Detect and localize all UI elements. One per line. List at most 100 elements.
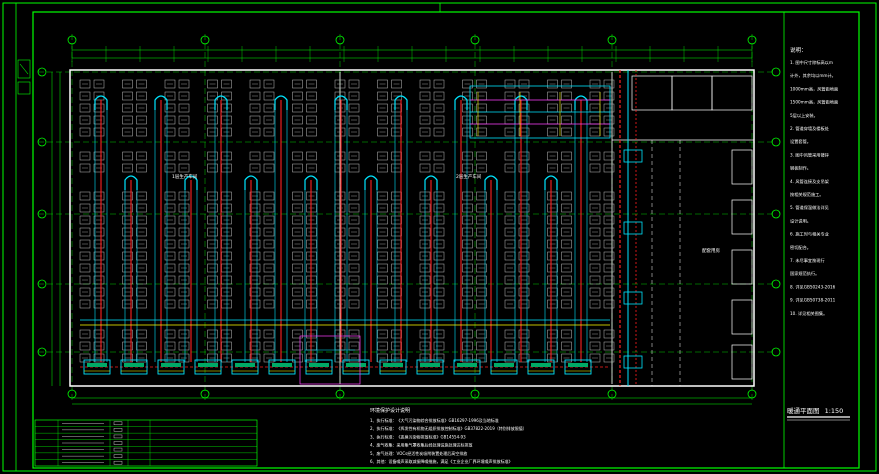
exhaust-hood xyxy=(214,95,228,110)
machine-unit xyxy=(547,215,558,225)
machine-unit xyxy=(93,353,105,363)
machine-unit xyxy=(462,263,473,273)
machine-unit xyxy=(249,115,261,125)
machine-unit xyxy=(547,239,558,249)
machine-unit xyxy=(462,115,473,125)
machine-unit xyxy=(561,341,572,351)
machine-unit xyxy=(249,79,261,89)
axis-bubble-left xyxy=(37,279,47,289)
machine-unit xyxy=(476,203,487,213)
machine-unit xyxy=(249,227,261,237)
treatment-unit xyxy=(157,359,185,375)
machine-unit xyxy=(122,227,133,237)
exhaust-hood xyxy=(544,175,558,190)
machine-unit xyxy=(122,203,133,213)
machine-unit xyxy=(164,115,176,125)
axis-bubble-right xyxy=(771,209,781,219)
machine-unit xyxy=(207,239,218,249)
zone-label-left: 1层生产车间 xyxy=(172,173,198,180)
machine-unit xyxy=(79,163,91,173)
machine-unit xyxy=(207,215,218,225)
machine-unit xyxy=(207,227,218,237)
machine-unit xyxy=(122,79,133,89)
machine-unit xyxy=(476,215,487,225)
axis-bubble-right xyxy=(771,279,781,289)
machine-unit xyxy=(164,263,176,273)
machine-unit xyxy=(476,127,487,137)
machine-unit xyxy=(547,299,558,309)
machine-unit xyxy=(476,299,487,309)
bottom-note-line: 2、执行标准：《挥发性有机物无组织排放控制标准》GB37822-2019（特别排… xyxy=(370,425,527,431)
machine-unit xyxy=(164,91,176,101)
machine-unit xyxy=(122,215,133,225)
machine-unit xyxy=(79,251,91,261)
machine-unit xyxy=(377,227,388,237)
machine-unit xyxy=(164,151,176,161)
notes-right-line: 1000mm高，风管距地面 xyxy=(790,85,838,92)
machine-unit xyxy=(462,329,473,339)
notes-right-line: 密切配合。 xyxy=(790,244,811,251)
machine-unit xyxy=(122,263,133,273)
left-strip-marks xyxy=(17,59,31,95)
machine-unit xyxy=(263,163,275,173)
machine-unit xyxy=(589,287,601,297)
machine-unit xyxy=(547,191,558,201)
treatment-unit xyxy=(416,359,444,375)
treatment-unit-core xyxy=(272,363,292,367)
machine-unit xyxy=(462,163,473,173)
notes-right-line: 1. 图中尺寸除标高以m xyxy=(790,59,833,66)
machine-unit xyxy=(589,329,601,339)
machine-unit xyxy=(164,215,176,225)
machine-unit xyxy=(122,275,133,285)
machine-unit xyxy=(79,103,91,113)
machine-unit xyxy=(462,287,473,297)
machine-unit xyxy=(462,275,473,285)
treatment-unit xyxy=(564,359,592,375)
treatment-unit xyxy=(83,359,111,375)
dimension-lines xyxy=(51,46,753,405)
machine-unit xyxy=(136,79,147,89)
machine-unit xyxy=(263,79,275,89)
machine-unit xyxy=(433,91,445,101)
legend-symbol xyxy=(113,421,123,426)
machine-unit xyxy=(292,353,303,363)
machine-unit xyxy=(93,163,105,173)
machine-unit xyxy=(292,275,303,285)
machine-unit xyxy=(93,79,105,89)
machine-unit xyxy=(207,103,218,113)
treatment-unit xyxy=(231,359,259,375)
machine-unit xyxy=(547,341,558,351)
machine-unit xyxy=(122,299,133,309)
machine-unit xyxy=(93,151,105,161)
machine-unit xyxy=(348,79,360,89)
bottom-note-line: 4、废气收集：采用集气罩收集后经处理设施处理达标排放 xyxy=(370,442,473,448)
machine-unit xyxy=(122,91,133,101)
machine-unit xyxy=(518,263,530,273)
exhaust-hood xyxy=(304,175,318,190)
machine-unit xyxy=(377,215,388,225)
machine-unit xyxy=(79,127,91,137)
treatment-unit xyxy=(268,359,296,375)
machine-unit xyxy=(433,227,445,237)
axis-bubble-top xyxy=(607,35,617,45)
machine-unit xyxy=(433,341,445,351)
axis-bubble-right xyxy=(771,137,781,147)
machine-unit xyxy=(433,329,445,339)
machine-unit xyxy=(292,215,303,225)
treatment-unit xyxy=(527,359,555,375)
machine-unit xyxy=(79,299,91,309)
machine-unit xyxy=(348,239,360,249)
machine-unit xyxy=(292,127,303,137)
machine-unit xyxy=(164,329,176,339)
machine-unit xyxy=(518,215,530,225)
machine-unit xyxy=(136,115,147,125)
machine-unit xyxy=(603,263,615,273)
machine-unit xyxy=(263,341,275,351)
notes-heading: 说明： xyxy=(790,46,807,54)
machine-unit xyxy=(547,151,558,161)
machine-unit xyxy=(136,263,147,273)
notes-right-line: 10. 详见相关图集。 xyxy=(790,310,827,317)
machine-unit xyxy=(164,79,176,89)
machine-unit xyxy=(561,151,572,161)
machine-unit xyxy=(561,287,572,297)
